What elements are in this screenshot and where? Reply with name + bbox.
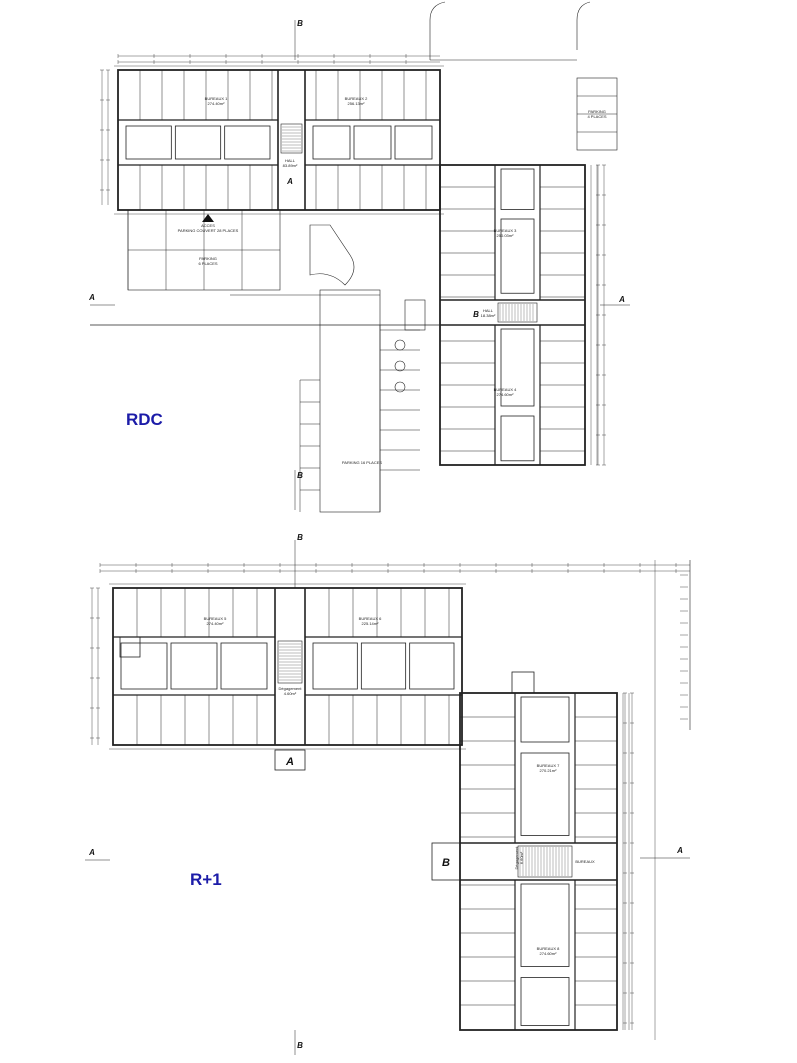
core-room xyxy=(394,125,433,160)
room-name: BUREAUX 1 xyxy=(205,96,228,101)
core-room xyxy=(500,168,535,210)
parking-area xyxy=(319,289,381,513)
core-room xyxy=(312,125,351,160)
room-name: BUREAUX 4 xyxy=(494,387,517,392)
accessible-parking-icon xyxy=(394,381,406,393)
core-room xyxy=(500,415,535,462)
core-room xyxy=(500,218,535,294)
parking-detail: PARKING COUVERT 28 PLACES xyxy=(178,228,239,233)
room-name: BUREAUX 5 xyxy=(204,616,227,621)
floor-label-rdc: RDC xyxy=(126,410,163,429)
room-name: Dégagement xyxy=(514,846,519,870)
core-room xyxy=(520,752,570,836)
room-area: 250.03m² xyxy=(497,233,515,238)
accessible-parking-icon xyxy=(394,360,406,372)
stair-box xyxy=(274,749,306,771)
stair xyxy=(280,123,303,154)
building-outline xyxy=(439,164,586,466)
parking-name: PARKING 16 PLACES xyxy=(342,460,382,465)
room-name: BUREAUX xyxy=(575,859,595,864)
room-name: Dégagement xyxy=(279,686,303,691)
core-room xyxy=(220,642,268,690)
building-outline xyxy=(117,69,441,211)
stair xyxy=(277,640,303,684)
room-area: 225.14m² xyxy=(362,621,380,626)
room-area: 274.60m² xyxy=(540,951,558,956)
parking-name: ACCES xyxy=(201,223,215,228)
bridge-box xyxy=(431,842,461,881)
room-name: BUREAUX 7 xyxy=(537,763,560,768)
core-room xyxy=(520,977,570,1026)
room-area: 274.40m² xyxy=(208,101,226,106)
core-room xyxy=(125,125,172,160)
core-room xyxy=(520,696,570,743)
ramp xyxy=(309,224,355,286)
shaft xyxy=(119,636,141,658)
room-name: BUREAUX 6 xyxy=(359,616,382,621)
parking-name: PARKING xyxy=(199,256,217,261)
section-marker-a: A xyxy=(88,293,95,302)
rdc-plan: RDC BUREAUX 1 274.40m² BUREAUX 2 256.13m… xyxy=(126,96,607,465)
core-marker: B xyxy=(442,857,450,869)
section-marker-b: B xyxy=(297,19,303,28)
core-room xyxy=(353,125,392,160)
room-area: 274.40m² xyxy=(207,621,225,626)
accessible-parking-icon xyxy=(394,339,406,351)
core-room xyxy=(360,642,407,690)
stair xyxy=(517,845,573,878)
stair xyxy=(497,302,538,323)
section-marker-b: B xyxy=(297,471,303,480)
core-marker: A xyxy=(285,756,294,768)
core-room xyxy=(409,642,455,690)
stair-box xyxy=(511,671,535,694)
section-markers: A A B B A A B B xyxy=(88,19,683,1050)
core-room xyxy=(500,328,535,407)
core-room xyxy=(120,642,168,690)
road-curve xyxy=(576,1,591,50)
room-name: HALL xyxy=(285,158,296,163)
core-room xyxy=(520,883,570,967)
road-curve xyxy=(429,1,446,60)
room-name: HALL xyxy=(483,308,494,313)
room-name: BUREAUX 8 xyxy=(537,946,560,951)
plan-linework xyxy=(85,1,691,1055)
parking-detail: 6 PLACES xyxy=(198,261,217,266)
section-marker-a: A xyxy=(676,846,683,855)
core-room xyxy=(170,642,218,690)
room-name: BUREAUX 2 xyxy=(345,96,368,101)
access-arrow-icon xyxy=(202,214,214,222)
room-name: BUREAUX 3 xyxy=(494,228,517,233)
room-area: 18.38m² xyxy=(481,313,496,318)
parking-name: PARKING xyxy=(588,109,606,114)
room-area: 4.60m² xyxy=(284,691,297,696)
building-outline xyxy=(112,587,463,746)
room-area: 256.13m² xyxy=(348,101,366,106)
core-marker: A xyxy=(286,177,293,186)
room-area: 83.89m² xyxy=(283,163,298,168)
room-area: 6.60m² xyxy=(519,851,524,864)
parking-detail: 4 PLACES xyxy=(587,114,606,119)
core-room xyxy=(224,125,271,160)
core-room xyxy=(312,642,358,690)
section-marker-a: A xyxy=(618,295,625,304)
section-marker-b: B xyxy=(297,1041,303,1050)
room-area: 274.60m² xyxy=(497,392,515,397)
core-marker: B xyxy=(473,310,479,319)
core-room xyxy=(174,125,222,160)
stair xyxy=(404,299,426,331)
section-marker-a: A xyxy=(88,848,95,857)
section-marker-b: B xyxy=(297,533,303,542)
room-area: 270.21m² xyxy=(540,768,558,773)
floor-label-r1: R+1 xyxy=(190,870,222,889)
r1-plan: R+1 BUREAUX 5 274.40m² BUREAUX 6 225.14m… xyxy=(190,616,595,956)
